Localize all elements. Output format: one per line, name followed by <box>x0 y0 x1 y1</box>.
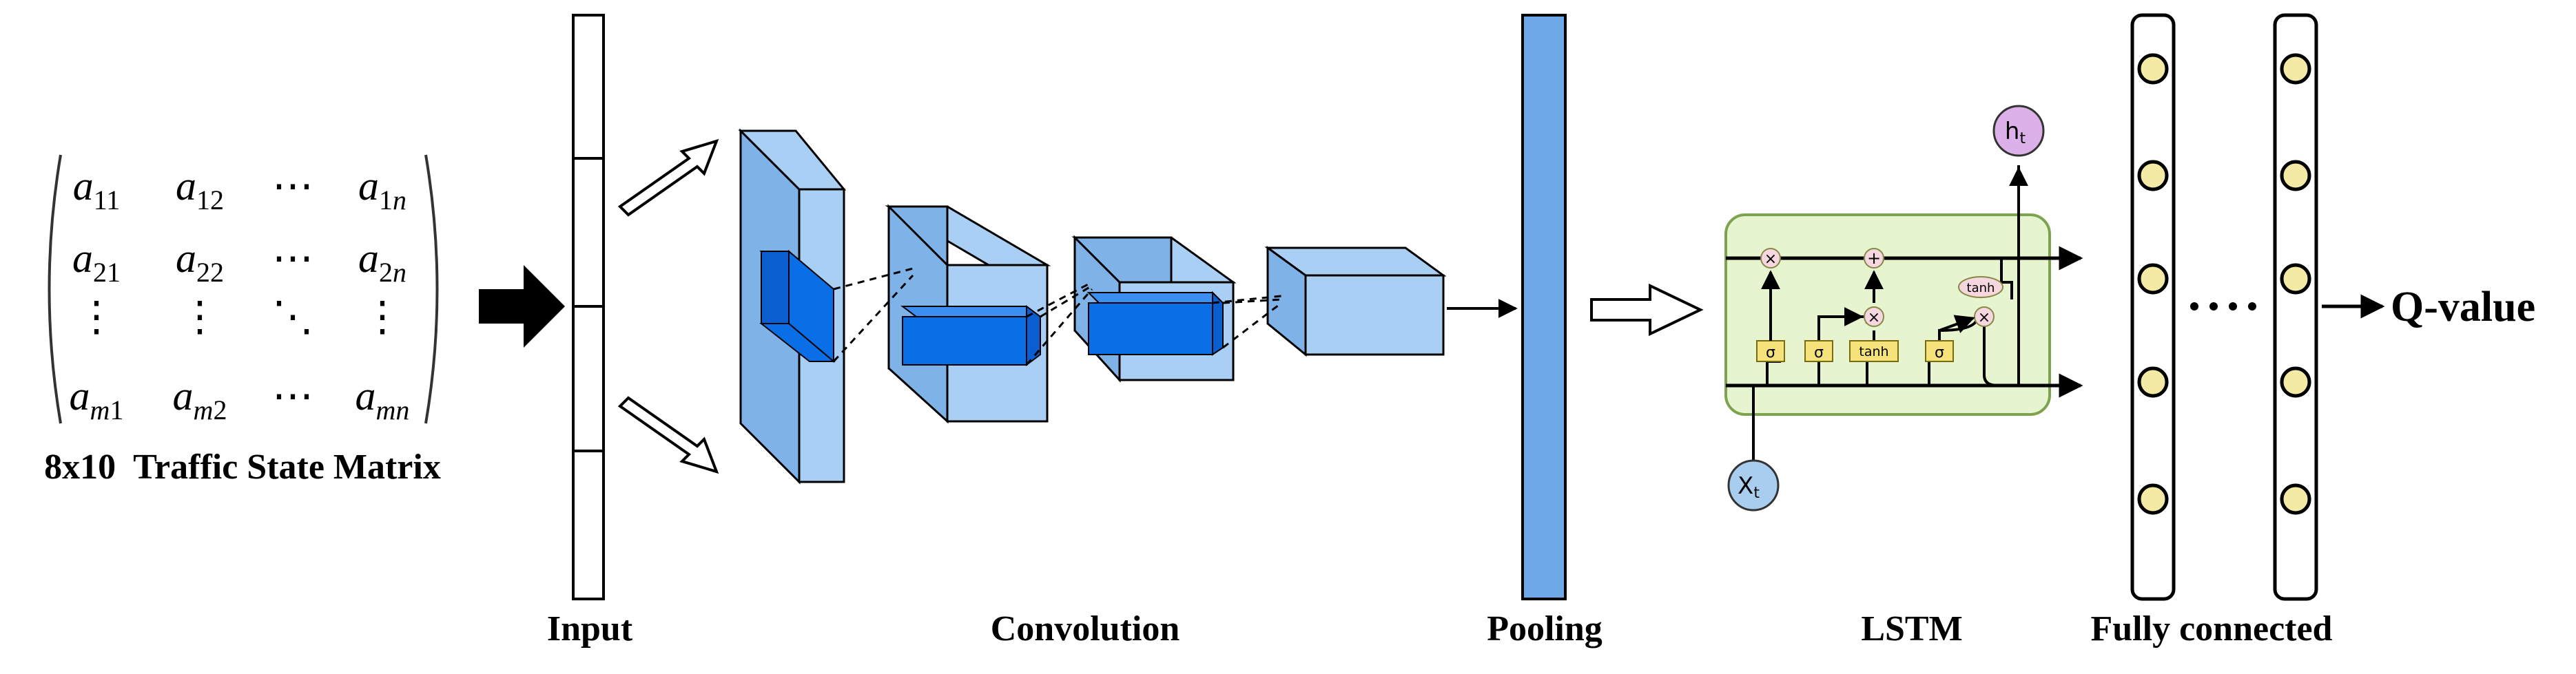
matrix-cell: a22 <box>176 235 224 288</box>
input-multiply-op: × <box>1868 309 1880 326</box>
lstm-cell: σ σ tanh σ × + × tanh × Xt ht <box>1724 105 2083 512</box>
cell-add-op: + <box>1867 249 1881 268</box>
fully-connected-layers <box>2130 13 2385 601</box>
lstm-output-label: h <box>2005 118 2020 145</box>
matrix-cell: ⋯ <box>272 373 313 419</box>
traffic-state-matrix: a11 a12 ⋯ a1n a21 a22 ⋯ a2n ⋮ ⋮ ⋱ ⋮ am1 am2 ⋯ amn <box>48 154 439 425</box>
matrix-right-paren <box>424 154 439 424</box>
conv-block-1 <box>738 128 847 485</box>
lstm-label: LSTM <box>1861 609 1962 649</box>
fc-neuron <box>2280 483 2311 515</box>
input-up-arrow <box>617 138 719 217</box>
lstm-output-subscript: t <box>2019 130 2026 147</box>
fc-neuron <box>2280 53 2311 85</box>
pooling-to-lstm-arrow <box>1590 283 1704 337</box>
matrix-cell: a12 <box>176 163 224 215</box>
conv-block-4 <box>1264 246 1447 357</box>
matrix-cell: a21 <box>72 235 121 288</box>
lstm-input-node <box>1727 459 1780 512</box>
svg-text:ht: ht <box>2005 118 2026 147</box>
fc-neuron <box>2280 263 2311 295</box>
matrix-cell: amn <box>356 373 410 425</box>
input-down-arrow <box>617 396 719 474</box>
fc-neuron <box>2137 263 2169 295</box>
output-gate: σ <box>1935 344 1944 361</box>
candidate-gate: tanh <box>1859 344 1888 359</box>
matrix-caption: 8x10 Traffic State Matrix <box>44 447 441 487</box>
fc-neuron <box>2137 483 2169 515</box>
conv-block-3 <box>1071 235 1237 383</box>
matrix-cell: a11 <box>73 163 121 215</box>
input-gate: σ <box>1814 344 1824 361</box>
lstm-input-label: X <box>1738 472 1753 500</box>
fc-ellipsis-dots <box>2190 302 2256 310</box>
matrix-cell: ⋯ <box>272 235 313 281</box>
matrix-cell: ⋯ <box>272 163 313 209</box>
matrix-to-input-arrow <box>479 265 565 348</box>
lstm-ops: × + × tanh × <box>1760 248 2003 327</box>
matrix-cell: ⋱ <box>272 294 313 339</box>
fully-connected-label: Fully connected <box>2091 609 2333 649</box>
fc-neuron <box>2280 366 2311 398</box>
output-multiply-op: × <box>1978 309 1990 326</box>
matrix-left-paren <box>48 154 62 424</box>
convolution-layers <box>738 128 1518 485</box>
fc-neuron <box>2137 366 2169 398</box>
lstm-gates: σ σ tanh σ <box>1756 340 1954 362</box>
matrix-cell: a2n <box>358 235 406 288</box>
input-label: Input <box>547 609 633 649</box>
pooling-layer <box>1521 14 1567 600</box>
fc-neuron <box>2137 160 2169 191</box>
input-layer <box>572 14 605 600</box>
fc-neuron <box>2137 53 2169 85</box>
matrix-cell: a1n <box>358 163 406 215</box>
q-value-label: Q-value <box>2391 284 2535 330</box>
forget-gate: σ <box>1766 344 1775 361</box>
svg-text:Xt: Xt <box>1738 472 1760 502</box>
conv-block-2 <box>885 204 1051 424</box>
pooling-label: Pooling <box>1487 609 1603 649</box>
forget-multiply-op: × <box>1764 251 1777 268</box>
matrix-cell: ⋮ <box>76 294 117 339</box>
matrix-cell: am2 <box>173 373 227 425</box>
matrix-cell: am1 <box>70 373 124 425</box>
matrix-cell: ⋮ <box>362 294 403 339</box>
convolution-label: Convolution <box>991 609 1180 649</box>
cell-tanh-op: tanh <box>1967 281 1995 295</box>
matrix-cell: ⋮ <box>179 294 220 339</box>
lstm-input-subscript: t <box>1753 485 1760 502</box>
lstm-output-node <box>1992 105 2045 157</box>
fc-neuron <box>2280 160 2311 191</box>
